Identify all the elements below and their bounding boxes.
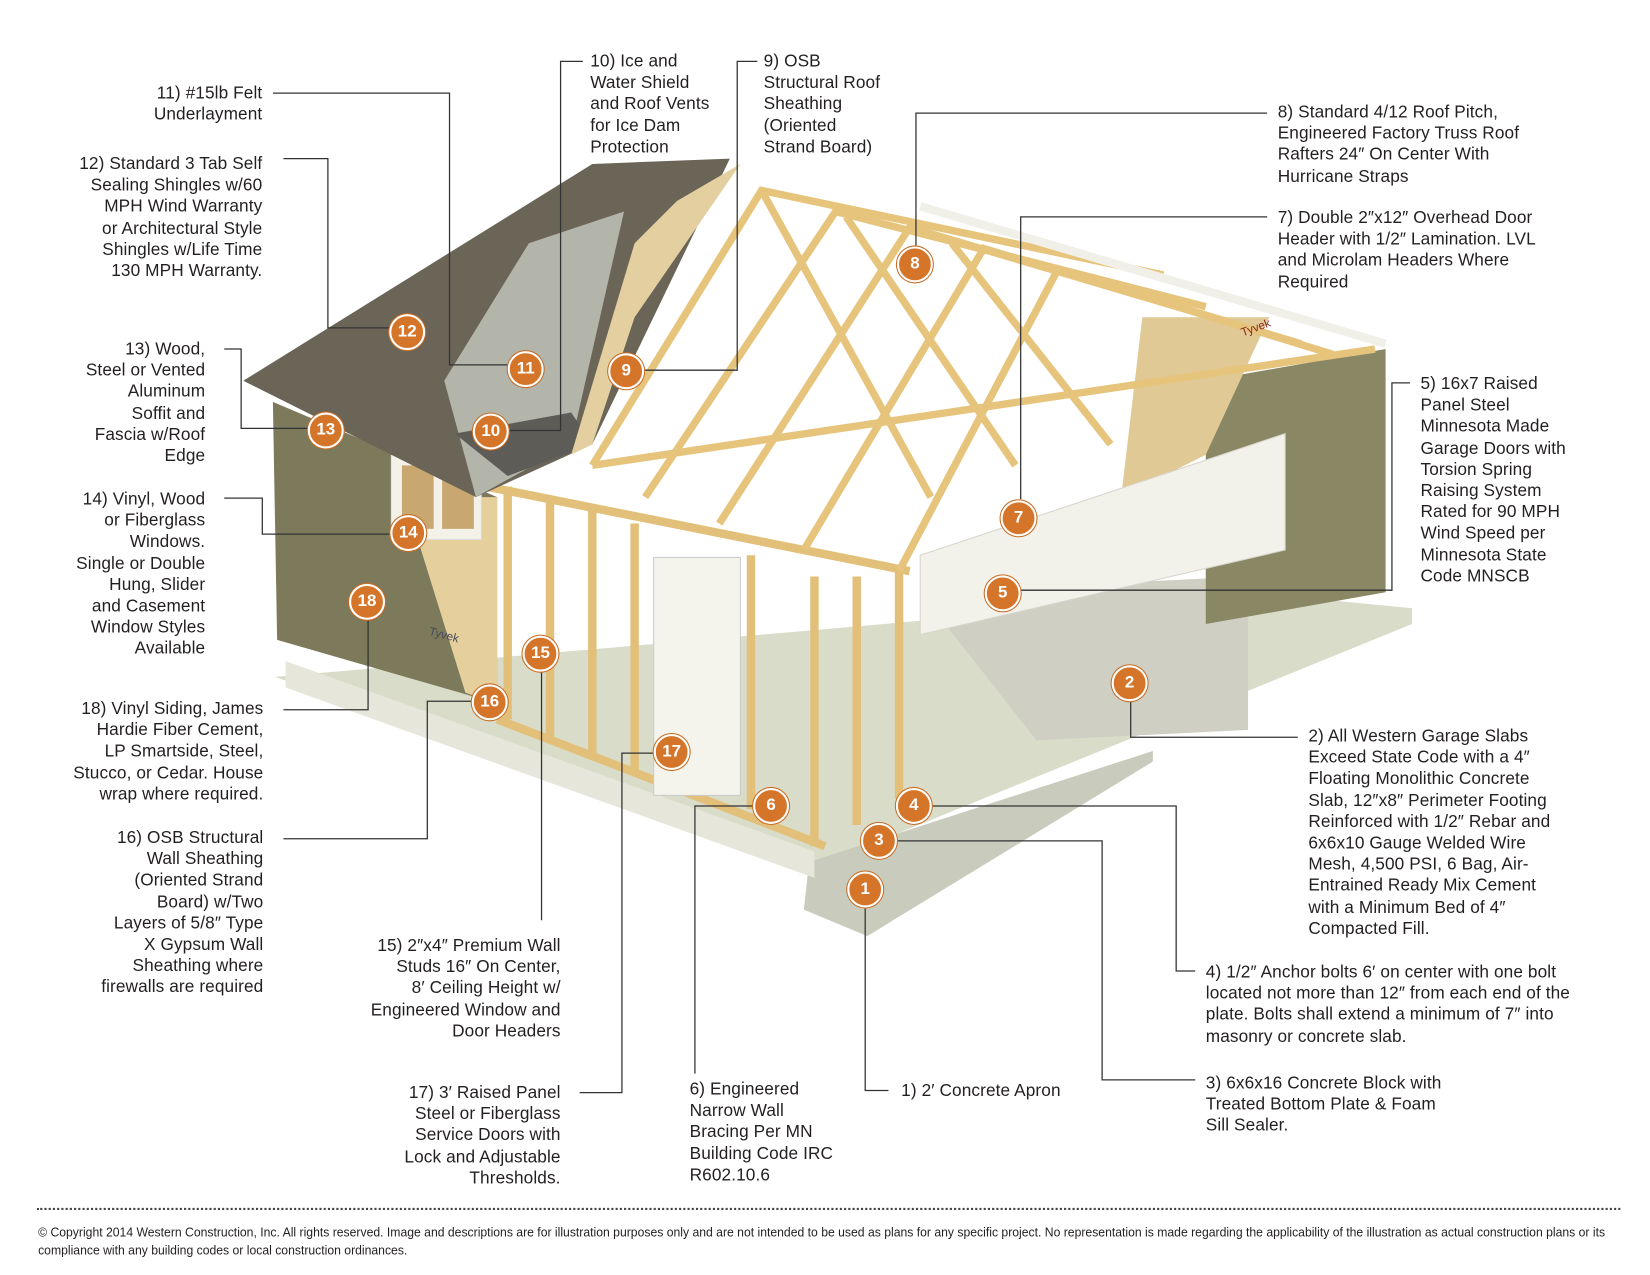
- badge-13: 13: [307, 412, 344, 449]
- callout-15-text: 15) 2″x4″ Premium Wall Studs 16″ On Cent…: [370, 936, 561, 1041]
- callout-6-text: 6) Engineered Narrow Wall Bracing Per MN…: [689, 1079, 834, 1185]
- concrete-apron: [803, 750, 1153, 937]
- badge-18: 18: [349, 583, 386, 620]
- badge-2: 2: [1111, 665, 1148, 702]
- badge-11: 11: [507, 351, 544, 388]
- badge-7: 7: [1000, 500, 1037, 537]
- badge-6: 6: [753, 787, 790, 824]
- callout-8-text: 8) Standard 4/12 Roof Pitch, Engineered …: [1277, 102, 1520, 186]
- osb-wall-sheathing: [417, 497, 498, 704]
- callout-16-text: 16) OSB Structural Wall Sheathing (Orien…: [101, 828, 264, 997]
- badge-8: 8: [896, 246, 933, 283]
- badge-3: 3: [860, 822, 897, 859]
- callout-17-text: 17) 3′ Raised Panel Steel or Fiberglass …: [404, 1083, 561, 1188]
- badge-9: 9: [608, 353, 645, 390]
- badge-14: 14: [390, 515, 427, 552]
- badge-4: 4: [895, 787, 932, 824]
- badge-17: 17: [653, 734, 690, 771]
- badge-12: 12: [389, 314, 426, 351]
- callout-4-text: 4) 1/2″ Anchor bolts 6′ on center with o…: [1205, 962, 1570, 1046]
- callout-5-text: 5) 16x7 Raised Panel Steel Minnesota Mad…: [1420, 374, 1566, 586]
- badge-15: 15: [522, 635, 559, 672]
- leader-lines: [224, 60, 1410, 1094]
- callout-9-text: 9) OSB Structural Roof Sheathing (Orient…: [763, 51, 881, 157]
- fascia: [919, 202, 1387, 348]
- callout-2-text: 2) All Western Garage Slabs Exceed State…: [1308, 726, 1551, 938]
- callout-3-text: 3) 6x6x16 Concrete Block with Treated Bo…: [1205, 1073, 1442, 1136]
- callout-7-text: 7) Double 2″x12″ Overhead Door Header wi…: [1277, 208, 1536, 292]
- callout-10-text: 10) Ice and Water Shield and Roof Vents …: [590, 51, 710, 157]
- callout-13-text: 13) Wood, Steel or Vented Aluminum Soffi…: [85, 339, 206, 466]
- badge-1: 1: [847, 871, 884, 908]
- roof-osb: [571, 163, 741, 455]
- badge-16: 16: [471, 684, 508, 721]
- right-sheathing: [1121, 317, 1270, 498]
- callout-12-text: 12) Standard 3 Tab Self Sealing Shingles…: [79, 154, 263, 281]
- footer-divider: [37, 1207, 1621, 1211]
- callout-14-text: 14) Vinyl, Wood or Fiberglass Windows. S…: [76, 489, 206, 659]
- callout-11-text: 11) #15lb Felt Underlayment: [153, 83, 263, 124]
- callout-18-text: 18) Vinyl Siding, James Hardie Fiber Cem…: [73, 699, 264, 804]
- garage-floor: [920, 576, 1249, 741]
- roof-trusses: [589, 186, 1376, 573]
- block-foundation: [285, 661, 815, 878]
- badge-10: 10: [472, 413, 509, 450]
- copyright-footer: © Copyright 2014 Western Construction, I…: [38, 1224, 1606, 1258]
- callout-1-text: 1) 2′ Concrete Apron: [901, 1080, 1061, 1101]
- badge-5: 5: [984, 575, 1021, 612]
